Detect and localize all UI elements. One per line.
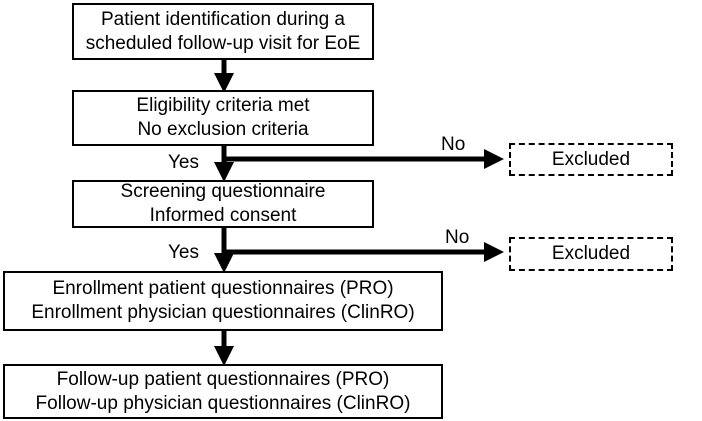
excluded-label-2: Excluded [551, 243, 631, 264]
identification-line-2: scheduled follow-up visit for EoE [85, 32, 361, 54]
excluded-label-1: Excluded [551, 148, 631, 170]
followup-line-1: Follow-up patient questionnaires (PRO) [56, 368, 390, 390]
excluded-box-1: Excluded [509, 143, 673, 176]
screening-line-2: Informed consent [149, 205, 297, 226]
branch1-yes-label: Yes [168, 152, 199, 173]
identification-box: Patient identification during a schedule… [72, 3, 374, 60]
identification-line-1: Patient identification during a [101, 8, 345, 30]
eligibility-line-2: No exclusion criteria [137, 119, 309, 140]
enrollment-box: Enrollment patient questionnaires (PRO) … [3, 271, 443, 331]
enrollment-line-2: Enrollment physician questionnaires (Cli… [31, 302, 415, 323]
branch2-yes-label: Yes [168, 242, 199, 263]
followup-box: Follow-up patient questionnaires (PRO) F… [3, 364, 443, 419]
screening-box: Screening questionnaire Informed consent [72, 180, 374, 228]
enrollment-line-1: Enrollment patient questionnaires (PRO) [52, 278, 394, 299]
followup-line-2: Follow-up physician questionnaires (Clin… [35, 392, 411, 414]
branch1-no-label: No [441, 134, 466, 155]
screening-line-1: Screening questionnaire [120, 181, 326, 202]
eligibility-line-1: Eligibility criteria met [136, 95, 310, 116]
branch2-no-label: No [445, 227, 470, 248]
excluded-box-2: Excluded [509, 237, 673, 271]
eligibility-box: Eligibility criteria met No exclusion cr… [72, 90, 374, 146]
